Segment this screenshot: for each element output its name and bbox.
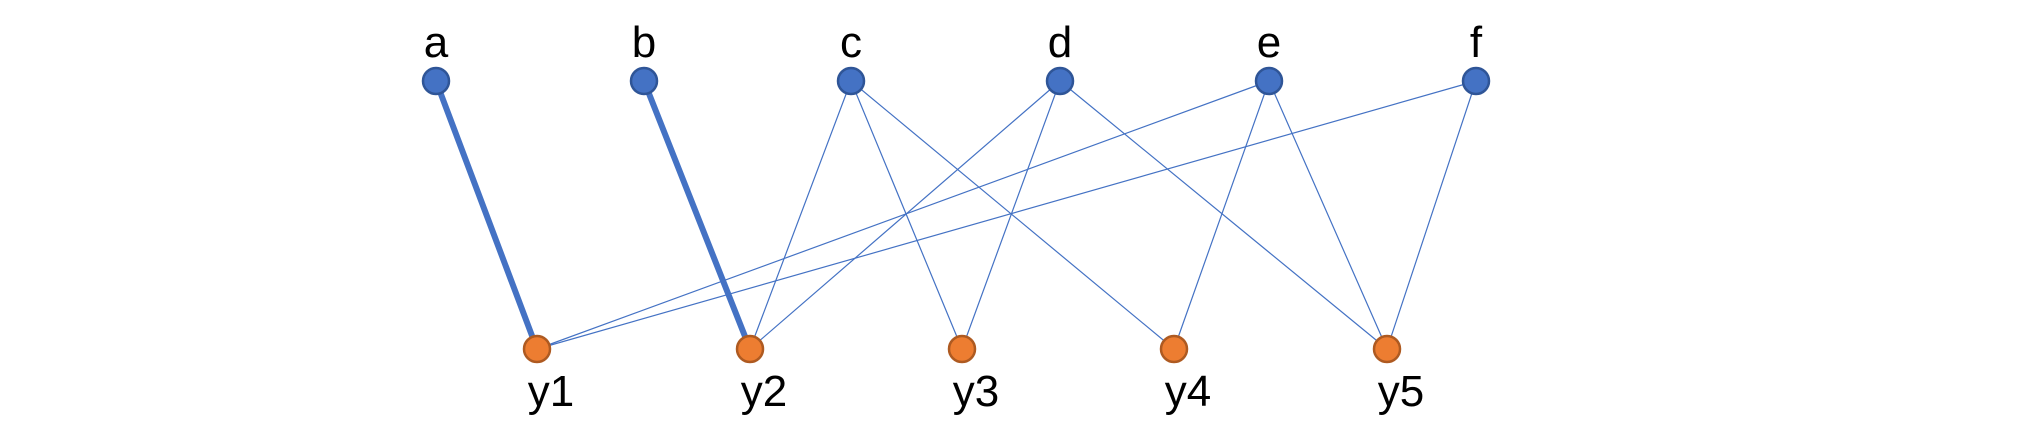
edge-b-y2 bbox=[641, 78, 753, 352]
edge-c-y4 bbox=[850, 80, 1175, 350]
edge-f-y5 bbox=[1386, 80, 1477, 350]
node-y3 bbox=[947, 334, 977, 364]
node-label-c: c bbox=[840, 18, 862, 67]
node-b bbox=[629, 66, 659, 96]
node-label-y4: y4 bbox=[1165, 367, 1211, 416]
node-label-y2: y2 bbox=[741, 367, 787, 416]
node-label-f: f bbox=[1470, 18, 1483, 67]
nodes-layer bbox=[421, 66, 1491, 364]
edge-a-y1 bbox=[433, 78, 540, 352]
node-a bbox=[421, 66, 451, 96]
node-c bbox=[836, 66, 866, 96]
node-f bbox=[1461, 66, 1491, 96]
node-label-e: e bbox=[1257, 18, 1281, 67]
edge-d-y2 bbox=[749, 80, 1061, 350]
edge-f-y1 bbox=[536, 80, 1477, 350]
node-label-d: d bbox=[1048, 18, 1072, 67]
edge-d-y3 bbox=[961, 80, 1061, 350]
node-e bbox=[1254, 66, 1284, 96]
node-y1 bbox=[522, 334, 552, 364]
node-y4 bbox=[1159, 334, 1189, 364]
node-y5 bbox=[1372, 334, 1402, 364]
node-label-y1: y1 bbox=[528, 367, 574, 416]
node-d bbox=[1045, 66, 1075, 96]
node-label-y3: y3 bbox=[953, 367, 999, 416]
edge-e-y5 bbox=[1268, 80, 1388, 350]
edges-layer bbox=[433, 78, 1477, 352]
edge-c-y3 bbox=[850, 80, 963, 350]
node-label-y5: y5 bbox=[1378, 367, 1424, 416]
edge-e-y1 bbox=[536, 80, 1270, 350]
labels-layer: a b c d e f y1 y2 y3 y4 y5 bbox=[424, 18, 1483, 416]
edge-e-y4 bbox=[1173, 80, 1270, 350]
node-label-a: a bbox=[424, 18, 449, 67]
node-y2 bbox=[735, 334, 765, 364]
edge-c-y2 bbox=[749, 80, 852, 350]
node-label-b: b bbox=[632, 18, 656, 67]
edge-d-y5 bbox=[1059, 80, 1388, 350]
